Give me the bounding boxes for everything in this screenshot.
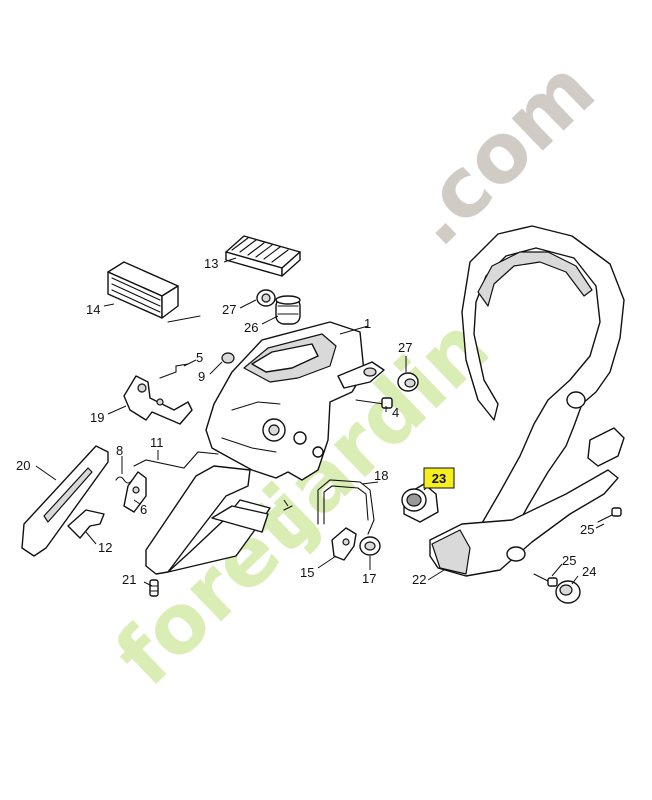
part-1-housing <box>205 321 385 481</box>
part-23-damper <box>401 483 439 523</box>
callout-27-top: 27 <box>222 302 236 317</box>
part-8-spring <box>115 476 133 484</box>
callout-14: 14 <box>86 302 100 317</box>
part-19-lever <box>123 375 193 425</box>
part-17-grommet <box>359 536 381 556</box>
callout-27-right: 27 <box>398 340 412 355</box>
part-7-pin <box>283 505 293 511</box>
callout-9: 9 <box>198 369 205 384</box>
leader-lines <box>35 257 605 587</box>
callout-6: 6 <box>140 502 147 517</box>
watermark-com: .com <box>388 42 613 264</box>
callout-25-upper: 25 <box>580 522 594 537</box>
callout-11: 11 <box>150 435 164 450</box>
part-25-screw-upper <box>597 507 622 523</box>
callout-13: 13 <box>204 256 218 271</box>
part-20-handle-cover <box>21 445 109 557</box>
callout-23-highlight <box>423 467 455 489</box>
part-11-rod <box>133 451 219 469</box>
part-5-spring <box>159 363 189 379</box>
part-21-screw <box>149 579 159 597</box>
part-13-filter <box>225 235 301 277</box>
callout-22: 22 <box>412 572 426 587</box>
part-12-trigger <box>67 509 105 539</box>
part-27-grommet-right <box>397 372 419 392</box>
callout-4: 4 <box>392 405 399 420</box>
callout-19: 19 <box>90 410 104 425</box>
part-6-lever <box>123 471 147 513</box>
callout-8: 8 <box>116 443 123 458</box>
callout-24: 24 <box>582 564 596 579</box>
callout-15: 15 <box>300 565 314 580</box>
part-4-bolt <box>355 397 393 409</box>
part-26-damper <box>275 295 301 325</box>
part-9-plug <box>221 352 235 364</box>
callouts: 1 4 5 6 8 9 11 12 13 14 15 17 18 19 20 2… <box>16 256 596 587</box>
callout-21: 21 <box>122 572 136 587</box>
callout-25-lower: 25 <box>562 553 576 568</box>
callout-26: 26 <box>244 320 258 335</box>
callout-18: 18 <box>374 468 388 483</box>
callout-23: 23 <box>432 471 446 486</box>
part-18-hose <box>317 479 375 535</box>
part-25-screw-lower <box>533 573 558 587</box>
callout-20: 20 <box>16 458 30 473</box>
callout-12: 12 <box>98 540 112 555</box>
part-14-filter <box>107 261 201 323</box>
part-24-cap <box>555 580 581 604</box>
part-15-clamp <box>331 527 357 561</box>
lower-housing <box>145 465 271 575</box>
part-22-handlebar <box>429 225 625 577</box>
callout-17: 17 <box>362 571 376 586</box>
callout-5: 5 <box>196 350 203 365</box>
part-27-grommet-top <box>256 289 276 307</box>
callout-1: 1 <box>364 316 371 331</box>
